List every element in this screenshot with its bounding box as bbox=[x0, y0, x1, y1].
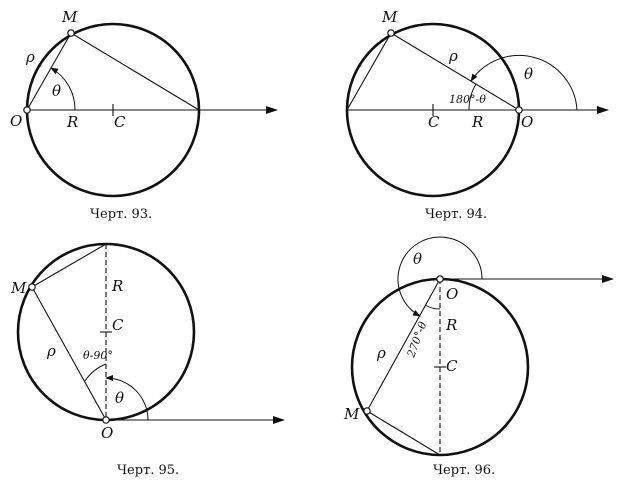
label-o-96: O bbox=[446, 285, 458, 303]
label-m-94: M bbox=[381, 8, 398, 26]
label-c-94: C bbox=[428, 113, 440, 131]
label-m-95: M bbox=[10, 279, 27, 297]
label-rho-93: ρ bbox=[25, 48, 35, 66]
inner-angle-arc-95 bbox=[84, 363, 107, 382]
label-rho-95: ρ bbox=[46, 342, 56, 360]
label-r-93: R bbox=[66, 113, 78, 131]
label-theta-94: θ bbox=[524, 65, 533, 83]
label-m-96: M bbox=[343, 405, 360, 423]
theta-arc-94 bbox=[470, 54, 578, 111]
theta-arc-93 bbox=[50, 67, 76, 111]
label-rho-96: ρ bbox=[376, 344, 386, 362]
label-angle-94: 180°-θ bbox=[449, 93, 486, 106]
chord-95 bbox=[31, 243, 107, 288]
figure-93: M ρ θ O R C Черт. 93. bbox=[10, 8, 278, 222]
label-c-95: C bbox=[112, 316, 124, 334]
point-m-96 bbox=[363, 407, 371, 415]
caption-93: Черт. 93. bbox=[90, 207, 152, 222]
point-m-95 bbox=[28, 283, 36, 291]
point-m-94 bbox=[387, 29, 395, 37]
chord-93 bbox=[70, 32, 200, 111]
label-angle-95: θ-90° bbox=[83, 349, 113, 362]
label-o-95: O bbox=[101, 424, 113, 442]
label-o-94: O bbox=[521, 113, 533, 131]
theta-arc-96 bbox=[397, 236, 483, 317]
label-theta-96: θ bbox=[413, 250, 422, 268]
label-c-96: C bbox=[446, 357, 458, 375]
caption-94: Черт. 94. bbox=[425, 207, 487, 222]
label-o-93: O bbox=[10, 112, 22, 130]
figure-96: θ O R 270°-θ C ρ M Черт. 96. bbox=[343, 236, 614, 478]
caption-96: Черт. 96. bbox=[433, 463, 495, 478]
label-theta-95: θ bbox=[115, 389, 124, 407]
radius-vector-96 bbox=[366, 278, 441, 412]
point-o-96 bbox=[436, 275, 444, 283]
label-rho-94: ρ bbox=[448, 47, 458, 65]
caption-95: Черт. 95. bbox=[117, 463, 179, 478]
figure-95: M R C ρ θ-90° θ O Черт. 95. bbox=[10, 242, 285, 478]
point-o-95 bbox=[102, 416, 110, 424]
label-m-93: M bbox=[61, 8, 78, 26]
point-o-93 bbox=[23, 106, 31, 114]
point-o-94 bbox=[515, 106, 523, 114]
chord-96 bbox=[366, 410, 441, 456]
radius-vector-93 bbox=[26, 32, 72, 111]
inner-angle-arc-94 bbox=[468, 83, 477, 111]
label-r-96: R bbox=[445, 316, 457, 334]
point-m-93 bbox=[67, 29, 75, 37]
label-r-95: R bbox=[111, 277, 123, 295]
label-angle-96: 270°-θ bbox=[404, 320, 429, 360]
theta-arc-95 bbox=[105, 375, 149, 421]
label-c-93: C bbox=[114, 113, 126, 131]
inner-angle-arc-96 bbox=[424, 304, 441, 310]
radius-vector-95 bbox=[31, 286, 107, 421]
label-r-94: R bbox=[471, 113, 483, 131]
figure-94: M ρ θ 180°-θ C R O Черт. 94. bbox=[345, 8, 609, 222]
chord-94 bbox=[346, 32, 392, 111]
label-theta-93: θ bbox=[52, 82, 61, 100]
radius-vector-94 bbox=[390, 32, 520, 111]
